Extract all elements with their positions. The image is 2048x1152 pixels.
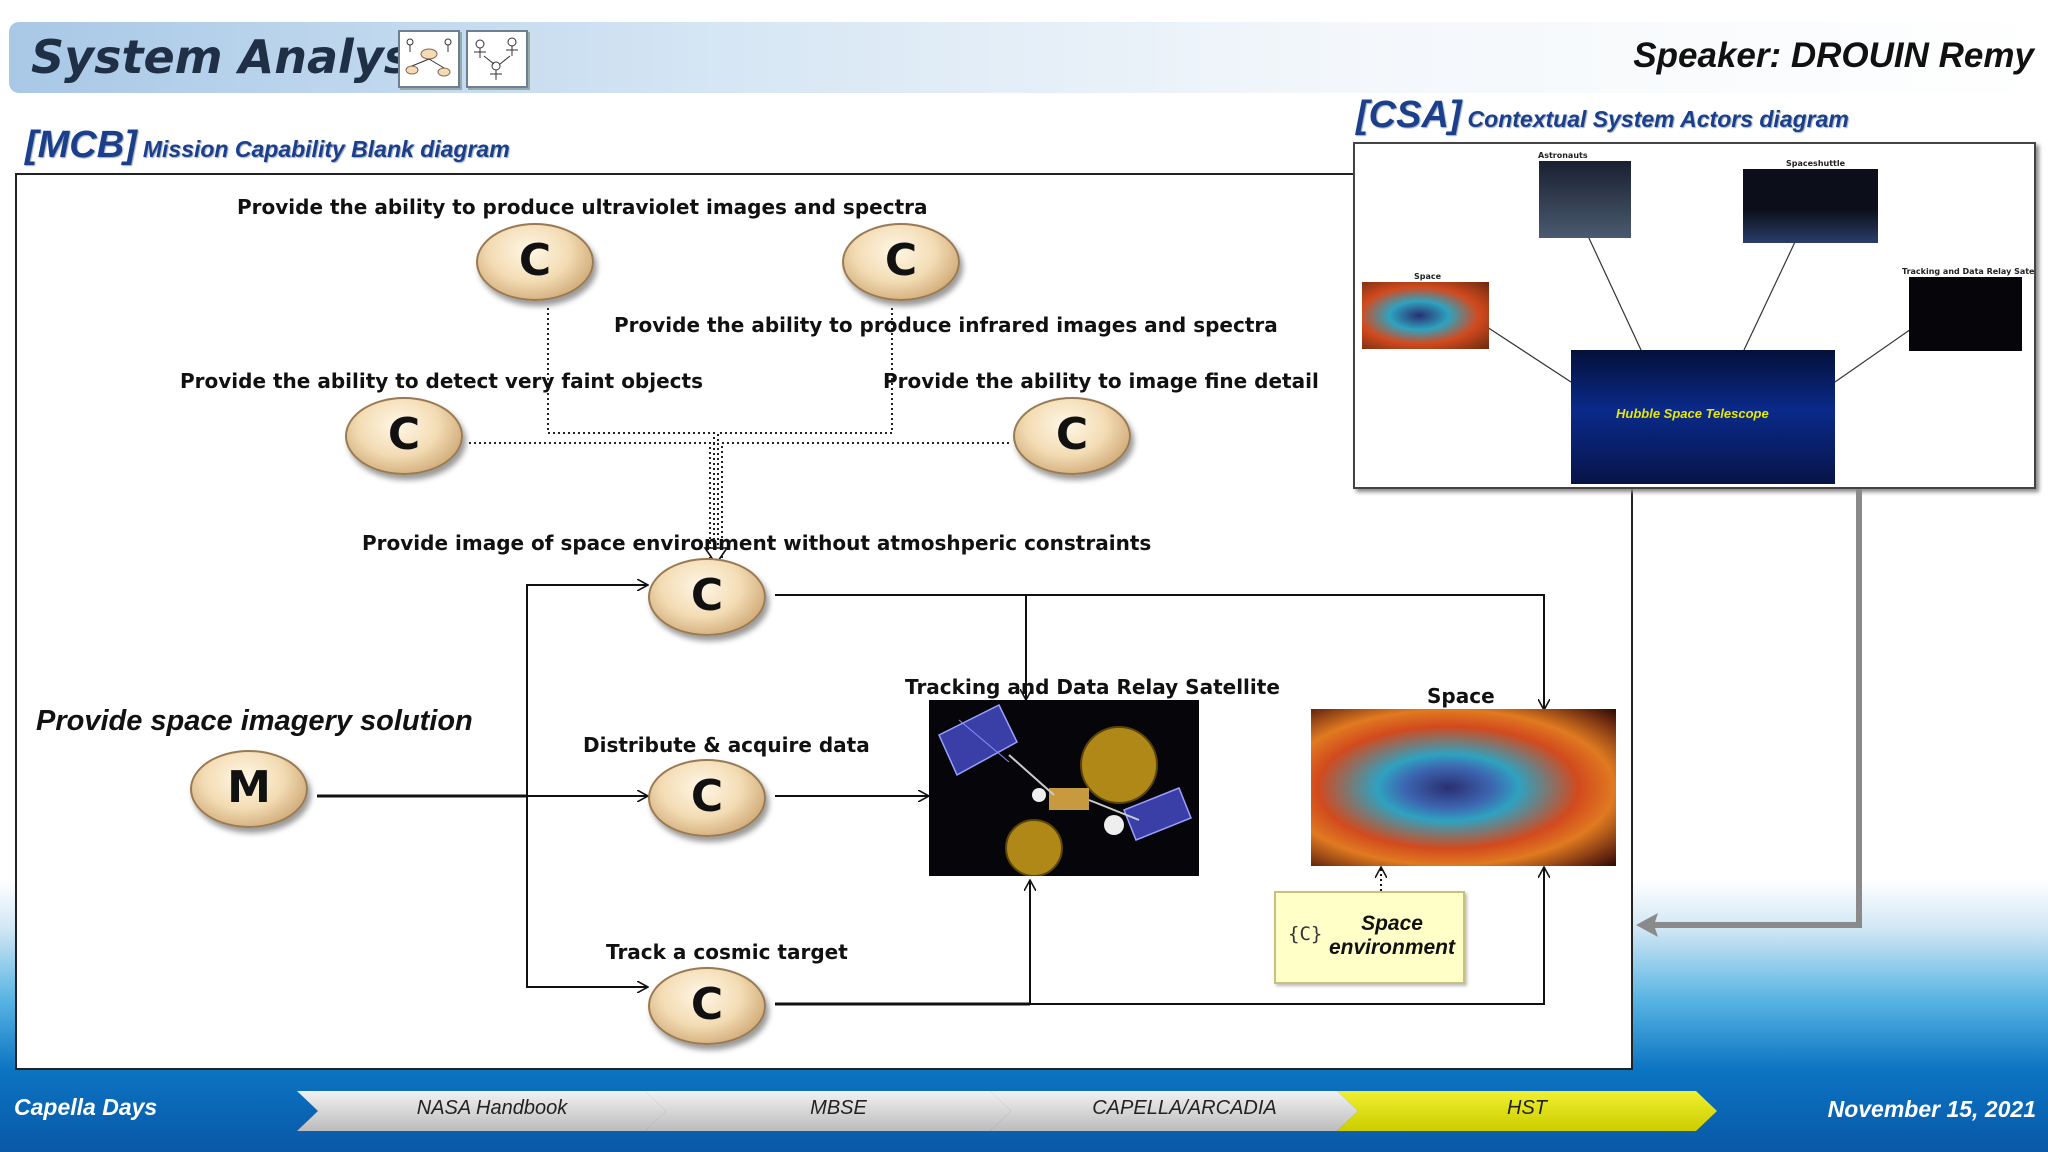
space-environment-box[interactable]: {C} Space environment bbox=[1274, 891, 1465, 984]
step-chevron-mbse[interactable] bbox=[645, 1091, 1011, 1131]
mcb-description: Mission Capability Blank diagram bbox=[142, 136, 510, 162]
capability-badge-distribute[interactable]: C bbox=[648, 759, 766, 837]
capability-badge-space-image[interactable]: C bbox=[648, 558, 766, 636]
csa-label-spaceshuttle: Spaceshuttle bbox=[1786, 159, 1846, 168]
header-bar: System Analysis Speaker: DROUIN Remy bbox=[9, 22, 2048, 93]
step-chevron-hst[interactable] bbox=[1337, 1091, 1717, 1131]
capability-badge-fine[interactable]: C bbox=[1013, 397, 1131, 475]
capability-label-faint: Provide the ability to detect very faint… bbox=[180, 369, 703, 393]
capability-badge-track[interactable]: C bbox=[648, 967, 766, 1045]
capability-label-uv: Provide the ability to produce ultraviol… bbox=[237, 195, 928, 219]
csa-tdrs-image[interactable] bbox=[1909, 277, 2022, 351]
mcb-code: [MCB] bbox=[25, 124, 137, 166]
step-label-mbse: MBSE bbox=[810, 1097, 867, 1119]
csa-diagram: Astronauts Spaceshuttle Space Tracking a… bbox=[1353, 142, 2036, 489]
step-label-hst: HST bbox=[1507, 1097, 1547, 1119]
space-environment-label: Space environment bbox=[1328, 912, 1456, 959]
capability-label-ir: Provide the ability to produce infrared … bbox=[614, 313, 1278, 337]
capability-label-fine: Provide the ability to image fine detail bbox=[883, 369, 1319, 393]
footer-bar: Capella Days November 15, 2021 bbox=[0, 1080, 2048, 1152]
capability-badge-uv[interactable]: C bbox=[476, 223, 594, 301]
csa-section-title: [CSA]Contextual System Actors diagram bbox=[1356, 94, 1849, 137]
mission-capability-icon bbox=[398, 30, 460, 88]
actor-label-tdrs: Tracking and Data Relay Satellite bbox=[905, 675, 1280, 699]
space-image[interactable] bbox=[1311, 709, 1616, 866]
speaker-name: Speaker: DROUIN Remy bbox=[1633, 36, 2034, 75]
actors-icon bbox=[466, 30, 528, 88]
page-title: System Analysis bbox=[31, 30, 455, 84]
step-label-capella: CAPELLA/ARCADIA bbox=[1092, 1097, 1277, 1119]
csa-connectors bbox=[1486, 235, 1915, 383]
capability-label-track: Track a cosmic target bbox=[606, 940, 848, 964]
capability-badge-faint[interactable]: C bbox=[345, 397, 463, 475]
csa-label-tdrs: Tracking and Data Relay Satellite bbox=[1902, 267, 2035, 276]
hubble-label: Hubble Space Telescope bbox=[1616, 406, 1769, 421]
step-chevron-nasa-handbook[interactable] bbox=[297, 1091, 666, 1131]
capability-label-distribute: Distribute & acquire data bbox=[583, 733, 870, 757]
csa-description: Contextual System Actors diagram bbox=[1467, 106, 1849, 132]
spaceshuttle-image[interactable] bbox=[1743, 169, 1878, 243]
capability-badge-ir[interactable]: C bbox=[842, 223, 960, 301]
csa-code: [CSA] bbox=[1356, 94, 1462, 136]
class-icon: {C} bbox=[1288, 923, 1323, 945]
actor-label-space: Space bbox=[1427, 684, 1495, 708]
mcb-section-title: [MCB]Mission Capability Blank diagram bbox=[25, 124, 510, 167]
csa-label-space: Space bbox=[1414, 272, 1442, 281]
event-date: November 15, 2021 bbox=[1827, 1096, 2036, 1122]
hubble-image[interactable]: Hubble Space Telescope bbox=[1571, 350, 1835, 484]
event-name: Capella Days bbox=[14, 1094, 158, 1120]
mission-label: Provide space imagery solution bbox=[36, 705, 473, 737]
tdrs-image[interactable] bbox=[929, 700, 1199, 876]
csa-space-image[interactable] bbox=[1362, 282, 1489, 349]
mcb-connectors bbox=[317, 308, 1635, 1006]
csa-label-astronauts: Astronauts bbox=[1538, 151, 1588, 160]
capability-label-space-image: Provide image of space environment witho… bbox=[362, 531, 1152, 555]
astronauts-image[interactable] bbox=[1539, 161, 1631, 238]
step-chevron-capella[interactable] bbox=[990, 1091, 1358, 1131]
step-label-nasa-handbook: NASA Handbook bbox=[416, 1097, 568, 1119]
mission-badge[interactable]: M bbox=[190, 750, 308, 828]
